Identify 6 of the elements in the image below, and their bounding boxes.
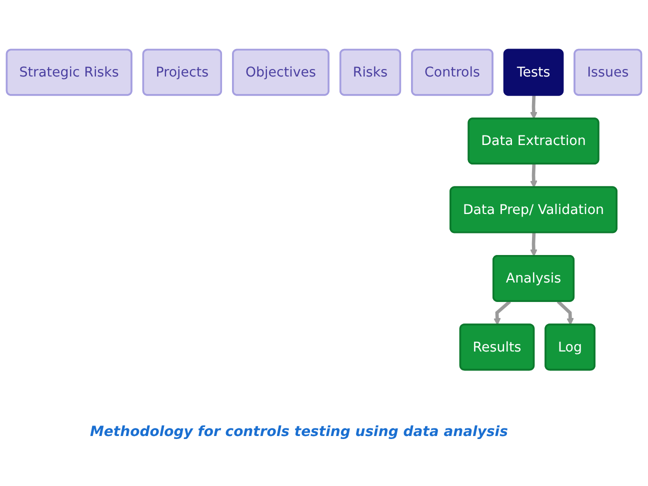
arrow bbox=[530, 164, 538, 188]
arrow bbox=[494, 300, 511, 326]
arrow bbox=[530, 96, 538, 120]
arrow bbox=[530, 232, 538, 257]
arrow bbox=[556, 300, 574, 326]
caption: Methodology for controls testing using data analysis bbox=[90, 424, 509, 440]
